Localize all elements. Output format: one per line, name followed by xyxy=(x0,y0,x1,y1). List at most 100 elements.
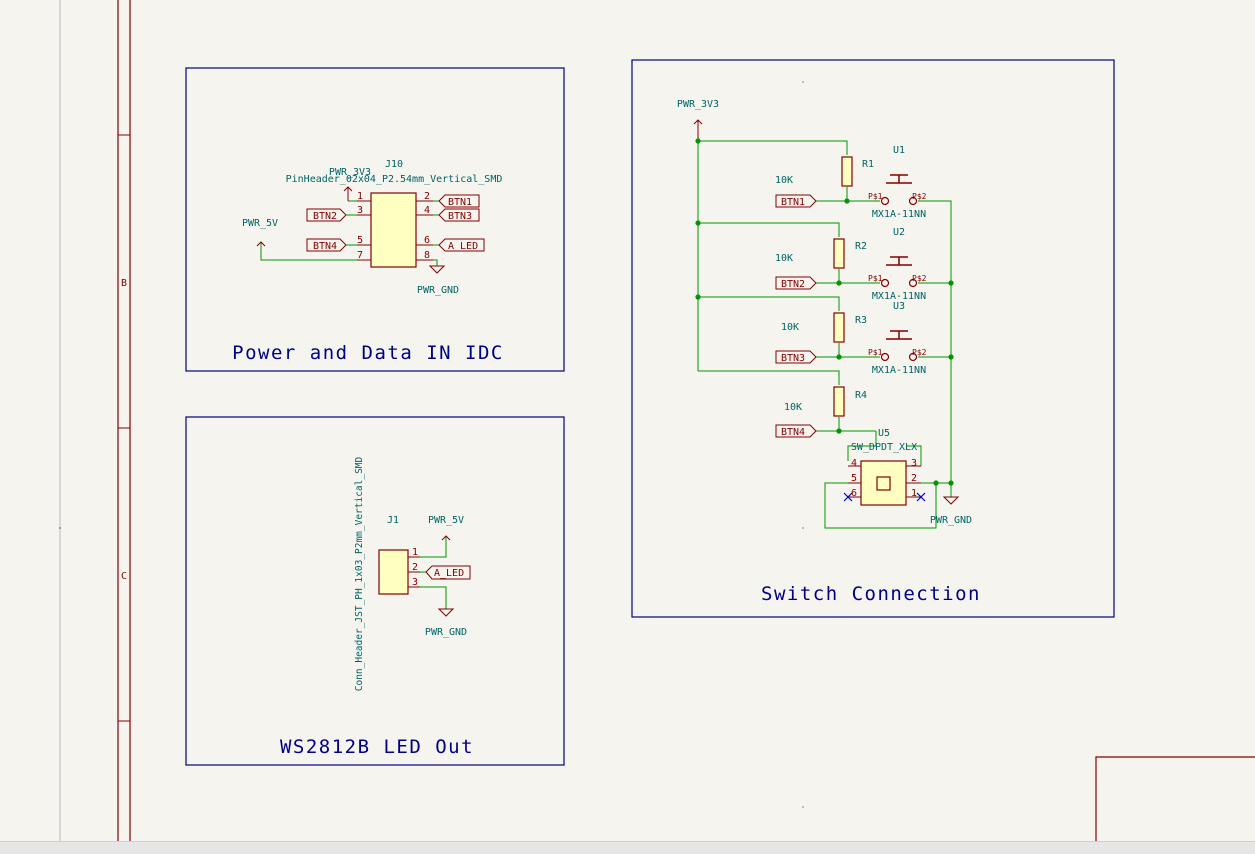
r3-ref: R3 xyxy=(855,315,867,326)
block-title-power-data: Power and Data IN IDC xyxy=(232,342,504,364)
block-power-data[interactable]: Power and Data IN IDC J10 PinHeader_02x0… xyxy=(185,67,565,372)
block-led-out[interactable]: WS2812B LED Out Conn_Header_JST_PH_1x03_… xyxy=(185,416,565,766)
j10-pin-6: 6 xyxy=(424,235,430,246)
net-label-btn2-switch-text: BTN2 xyxy=(781,279,805,290)
net-label-btn2-switch[interactable]: BTN2 xyxy=(775,276,817,290)
pwr-3v3-label-j10: PWR_3V3 xyxy=(329,167,371,178)
pwr-gnd-symbol-j1[interactable]: PWR_GND xyxy=(420,586,467,638)
j1-pin-3: 3 xyxy=(412,577,418,588)
j10-ref: J10 xyxy=(385,159,403,170)
net-label-a-led-j10-text: A_LED xyxy=(448,241,478,252)
u5-pin-1: 1 xyxy=(911,488,917,499)
status-bar xyxy=(0,841,1255,854)
j1-pin-1: 1 xyxy=(412,547,418,558)
u2-pin2: P$2 xyxy=(912,274,927,283)
u5-actuator xyxy=(876,476,891,491)
net-label-btn2-j10-text: BTN2 xyxy=(313,211,337,222)
no-connect-icon xyxy=(843,492,926,502)
resistor-r3[interactable]: R3 10K xyxy=(781,312,867,343)
frame-row-label-c: C xyxy=(121,571,127,582)
r4-value: 10K xyxy=(784,402,802,413)
resistor-r1[interactable]: R1 10K xyxy=(775,156,874,187)
j1-pin-2: 2 xyxy=(412,562,418,573)
j10-pin-1: 1 xyxy=(357,191,363,202)
net-label-btn1-switch-text: BTN1 xyxy=(781,197,805,208)
u5-pin-3: 3 xyxy=(911,458,917,469)
j10-value: PinHeader_02x04_P2.54mm_Vertical_SMD xyxy=(286,174,503,185)
u1-ref: U1 xyxy=(893,145,905,156)
j10-pin-5: 5 xyxy=(357,235,363,246)
pwr-gnd-label-j1: PWR_GND xyxy=(425,627,467,638)
net-label-btn3-switch[interactable]: BTN3 xyxy=(775,350,817,364)
block-title-switch: Switch Connection xyxy=(761,583,981,605)
net-label-btn2-j10[interactable]: BTN2 xyxy=(306,208,357,222)
net-label-btn1-j10-text: BTN1 xyxy=(448,197,472,208)
j10-pin-3: 3 xyxy=(357,205,363,216)
pwr-3v3-symbol-j10[interactable]: PWR_3V3 xyxy=(329,167,371,202)
j1-value: Conn_Header_JST_PH_1x03_P2mm_Vertical_SM… xyxy=(354,456,365,691)
u3-pin2: P$2 xyxy=(912,348,927,357)
u5-pin-2: 2 xyxy=(911,473,917,484)
net-label-btn3-j10[interactable]: BTN3 xyxy=(433,208,480,222)
u1-pin2: P$2 xyxy=(912,192,927,201)
resistor-r4[interactable]: R4 10K xyxy=(784,386,867,417)
j10-pin-7: 7 xyxy=(357,250,363,261)
connector-j1[interactable]: Conn_Header_JST_PH_1x03_P2mm_Vertical_SM… xyxy=(354,456,420,691)
switch-junctions xyxy=(695,138,954,486)
u2-pin1: P$1 xyxy=(868,274,883,283)
u2-value: MX1A-11NN xyxy=(872,291,926,302)
j10-body xyxy=(370,192,417,268)
net-label-a-led-j1[interactable]: A_LED xyxy=(420,565,471,580)
u3-value: MX1A-11NN xyxy=(872,365,926,376)
j10-pin-4: 4 xyxy=(424,205,430,216)
pwr-5v-label-j1: PWR_5V xyxy=(428,515,464,526)
u2-ref: U2 xyxy=(893,227,905,238)
drawing-frame: B C xyxy=(59,0,1255,841)
u5-pin-5: 5 xyxy=(851,473,857,484)
pwr-3v3-symbol-switch[interactable]: PWR_3V3 xyxy=(677,99,719,141)
net-label-btn4-j10-text: BTN4 xyxy=(313,241,337,252)
pwr-3v3-label-switch: PWR_3V3 xyxy=(677,99,719,110)
switch-wires xyxy=(697,140,952,529)
switch-u1[interactable]: U1 P$1 P$2 MX1A-11NN xyxy=(868,145,927,220)
u5-value: SW_DPDT_XLX xyxy=(851,442,917,453)
connector-j10[interactable]: J10 PinHeader_02x04_P2.54mm_Vertical_SMD… xyxy=(286,159,503,268)
net-label-a-led-j1-text: A_LED xyxy=(434,568,464,579)
frame-row-label-b: B xyxy=(121,278,127,289)
pwr-gnd-symbol-switch[interactable]: PWR_GND xyxy=(930,496,972,526)
pwr-5v-label-j10: PWR_5V xyxy=(242,218,278,229)
net-label-btn3-switch-text: BTN3 xyxy=(781,353,805,364)
switch-u3[interactable]: U3 P$1 P$2 MX1A-11NN xyxy=(868,301,927,376)
pwr-gnd-label-switch: PWR_GND xyxy=(930,515,972,526)
j1-body xyxy=(378,549,409,595)
j1-ref: J1 xyxy=(387,515,399,526)
block-title-led-out: WS2812B LED Out xyxy=(280,736,474,758)
r2-ref: R2 xyxy=(855,241,867,252)
r1-ref: R1 xyxy=(862,159,874,170)
block-switch-connection[interactable]: Switch Connection PWR_3V3 xyxy=(631,59,1115,618)
net-label-btn1-switch[interactable]: BTN1 xyxy=(775,194,817,208)
pwr-5v-symbol-j10[interactable]: PWR_5V xyxy=(242,218,357,261)
net-label-a-led-j10[interactable]: A_LED xyxy=(433,238,485,252)
u5-pin-4: 4 xyxy=(851,458,857,469)
u1-pin1: P$1 xyxy=(868,192,883,201)
u3-pin1: P$1 xyxy=(868,348,883,357)
r4-ref: R4 xyxy=(855,390,867,401)
u5-ref: U5 xyxy=(878,428,890,439)
net-label-btn4-switch[interactable]: BTN4 xyxy=(775,424,817,438)
j10-pin-8: 8 xyxy=(424,250,430,261)
u5-pin-6: 6 xyxy=(851,488,857,499)
pwr-gnd-label-j10: PWR_GND xyxy=(417,285,459,296)
u3-ref: U3 xyxy=(893,301,905,312)
net-label-btn1-j10[interactable]: BTN1 xyxy=(433,194,480,208)
resistor-r2[interactable]: R2 10K xyxy=(775,238,867,269)
pwr-gnd-symbol-j10[interactable]: PWR_GND xyxy=(417,259,459,296)
switch-u5[interactable]: U5 SW_DPDT_XLX 4 3 5 2 6 1 xyxy=(843,428,926,506)
switch-u2[interactable]: U2 P$1 P$2 MX1A-11NN xyxy=(868,227,927,302)
r1-value: 10K xyxy=(775,175,793,186)
j10-pin-2: 2 xyxy=(424,191,430,202)
pwr-5v-symbol-j1[interactable]: PWR_5V xyxy=(420,515,464,558)
r2-value: 10K xyxy=(775,253,793,264)
net-label-btn4-j10[interactable]: BTN4 xyxy=(306,238,357,252)
